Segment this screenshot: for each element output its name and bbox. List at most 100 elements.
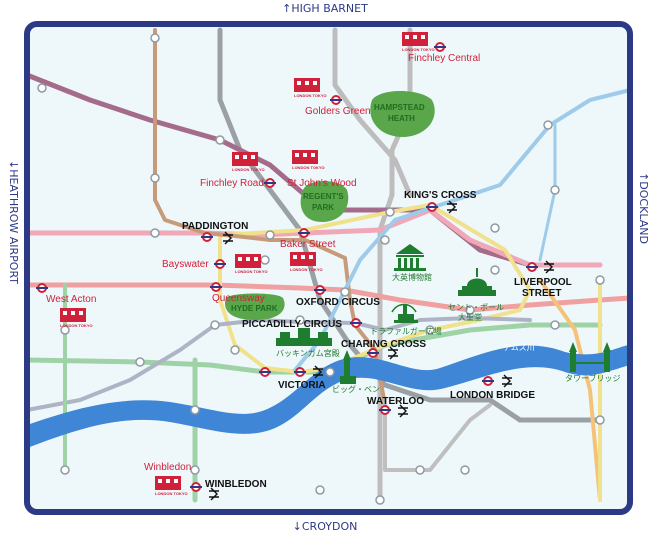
- st-pauls-label-2: 大聖堂: [458, 312, 482, 322]
- svg-text:LONDON TOKYO: LONDON TOKYO: [402, 47, 435, 52]
- rail-symbols: [209, 200, 554, 501]
- station-victoria: VICTORIA: [278, 380, 326, 391]
- line-central: [24, 282, 633, 313]
- hotel-building-icon: LONDON TOKYO: [232, 152, 265, 172]
- park-regents-label-1: REGENT'S: [303, 192, 344, 201]
- roundel-queensway: [210, 282, 222, 292]
- station-charing-cross: CHARING CROSS: [341, 339, 426, 350]
- roundel-finchley-central: [434, 42, 446, 52]
- station-liverpool-1: LIVERPOOL: [514, 277, 572, 288]
- buckingham-label: バッキンガム宮殿: [276, 348, 340, 358]
- svg-text:LONDON TOKYO: LONDON TOKYO: [235, 269, 268, 274]
- station-wimbledon-small: Winbledon: [144, 462, 191, 473]
- hotel-building-icon: LONDON TOKYO: [290, 252, 323, 272]
- hotel-building-icon: LONDON TOKYO: [402, 32, 435, 52]
- line-piccadilly: [25, 316, 532, 412]
- line-northern-branch: [332, 27, 413, 198]
- station-oxford-circus: OXFORD CIRCUS: [296, 297, 380, 308]
- line-hammersmith: [24, 207, 603, 268]
- direction-north: ↑HIGH BARNET: [282, 2, 368, 15]
- st-pauls-label-1: セント・ポール: [448, 303, 504, 312]
- interchange-dots: [37, 33, 605, 505]
- hotel-icons: LONDON TOKYO LONDON TOKYO LONDON TOKYO L…: [60, 32, 435, 496]
- station-waterloo: WATERLOO: [367, 396, 424, 407]
- svg-text:LONDON TOKYO: LONDON TOKYO: [294, 93, 327, 98]
- park-hampstead: [370, 91, 435, 138]
- roundel-paddington: [201, 232, 213, 242]
- parks: HAMPSTEAD HEATH REGENT'S PARK HYDE PARK: [225, 91, 435, 320]
- roundel-baker-street: [298, 228, 310, 238]
- map-frame: [24, 21, 633, 515]
- tower-bridge-icon: [569, 342, 611, 372]
- hotel-building-icon: LONDON TOKYO: [235, 254, 268, 274]
- station-golders-green: Golders Green: [305, 106, 371, 117]
- rail-icon-charing: [388, 346, 398, 360]
- big-ben-label: ビッグ・ベン: [332, 384, 380, 394]
- roundel-bayswater: [214, 259, 226, 269]
- hotel-building-icon: LONDON TOKYO: [294, 78, 327, 98]
- station-london-bridge: LONDON BRIDGE: [450, 390, 535, 401]
- roundel-west-acton: [36, 283, 48, 293]
- map-background: [27, 24, 630, 512]
- roundel-liverpool-street: [526, 262, 538, 272]
- station-finchley-road: Finchley Road: [200, 178, 264, 189]
- station-labels: KING'S CROSS PADDINGTON Baker Street Bay…: [46, 53, 572, 490]
- line-bakerloo: [153, 28, 387, 407]
- landmarks: 大英博物館 セント・ポール 大聖堂 トラファルガー広場 バッキンガム宮殿: [276, 244, 621, 394]
- rail-icon-liverpool: [544, 260, 554, 274]
- rail-icon-victoria: [313, 365, 323, 379]
- roundel-london-bridge: [482, 376, 494, 386]
- park-regents-label-2: PARK: [312, 203, 334, 212]
- buckingham-icon: [276, 328, 332, 346]
- british-museum-icon: [394, 244, 426, 271]
- tower-bridge-label: タワーブリッジ: [565, 373, 621, 383]
- station-finchley-central: Finchley Central: [408, 53, 480, 64]
- trafalgar-label: トラファルガー広場: [370, 326, 442, 336]
- rail-icon-wimbledon: [209, 487, 219, 501]
- station-piccadilly-circus: PICCADILLY CIRCUS: [242, 319, 342, 330]
- station-kings-cross: KING'S CROSS: [404, 190, 477, 201]
- station-west-acton: West Acton: [46, 294, 96, 305]
- roundel-victoria: [294, 367, 306, 377]
- roundel-bond: [259, 367, 271, 377]
- hotel-building-icon: LONDON TOKYO: [155, 476, 188, 496]
- roundel-finchley-road: [264, 178, 276, 188]
- svg-text:LONDON TOKYO: LONDON TOKYO: [60, 323, 93, 328]
- st-pauls-icon: [458, 268, 496, 296]
- park-hyde: [225, 293, 285, 320]
- direction-south: ↓CROYDON: [293, 520, 358, 533]
- station-liverpool-2: STREET: [522, 288, 561, 299]
- line-circle: [218, 203, 532, 374]
- trafalgar-icon: [391, 303, 418, 323]
- direction-west: ↓HEATHROW AIRPORT: [7, 160, 20, 284]
- river-thames: [27, 345, 630, 448]
- park-hampstead-label-1: HAMPSTEAD: [374, 103, 425, 112]
- park-hyde-label: HYDE PARK: [231, 304, 278, 313]
- station-wimbledon: WINBLEDON: [205, 479, 267, 490]
- rail-icon-paddington: [223, 231, 233, 245]
- roundel-waterloo: [379, 405, 391, 415]
- park-hampstead-label-2: HEATH: [388, 114, 415, 123]
- svg-text:LONDON TOKYO: LONDON TOKYO: [232, 167, 265, 172]
- rail-icon-kings-cross: [447, 200, 457, 214]
- park-regents: [300, 181, 349, 222]
- roundel-wimbledon: [190, 482, 202, 492]
- roundel-charing-cross: [367, 348, 379, 358]
- roundel-oxford-circus: [314, 285, 326, 295]
- hotel-building-icon: LONDON TOKYO: [60, 308, 93, 328]
- big-ben-icon: [340, 350, 356, 384]
- svg-text:LONDON TOKYO: LONDON TOKYO: [155, 491, 188, 496]
- roundel-golders-green: [330, 95, 342, 105]
- underground-roundels: [36, 42, 538, 492]
- line-rail-grey: [383, 398, 492, 472]
- svg-text:LONDON TOKYO: LONDON TOKYO: [290, 267, 323, 272]
- british-museum-label: 大英博物館: [392, 272, 432, 282]
- line-victoria: [293, 88, 632, 372]
- hotel-building-icon: LONDON TOKYO: [292, 150, 325, 170]
- river-label: テムズ川: [503, 342, 535, 352]
- roundel-kings-cross: [426, 202, 438, 212]
- rail-icon-waterloo: [398, 404, 408, 418]
- station-st-johns-wood: St John's Wood: [287, 178, 357, 189]
- svg-text:LONDON TOKYO: LONDON TOKYO: [292, 165, 325, 170]
